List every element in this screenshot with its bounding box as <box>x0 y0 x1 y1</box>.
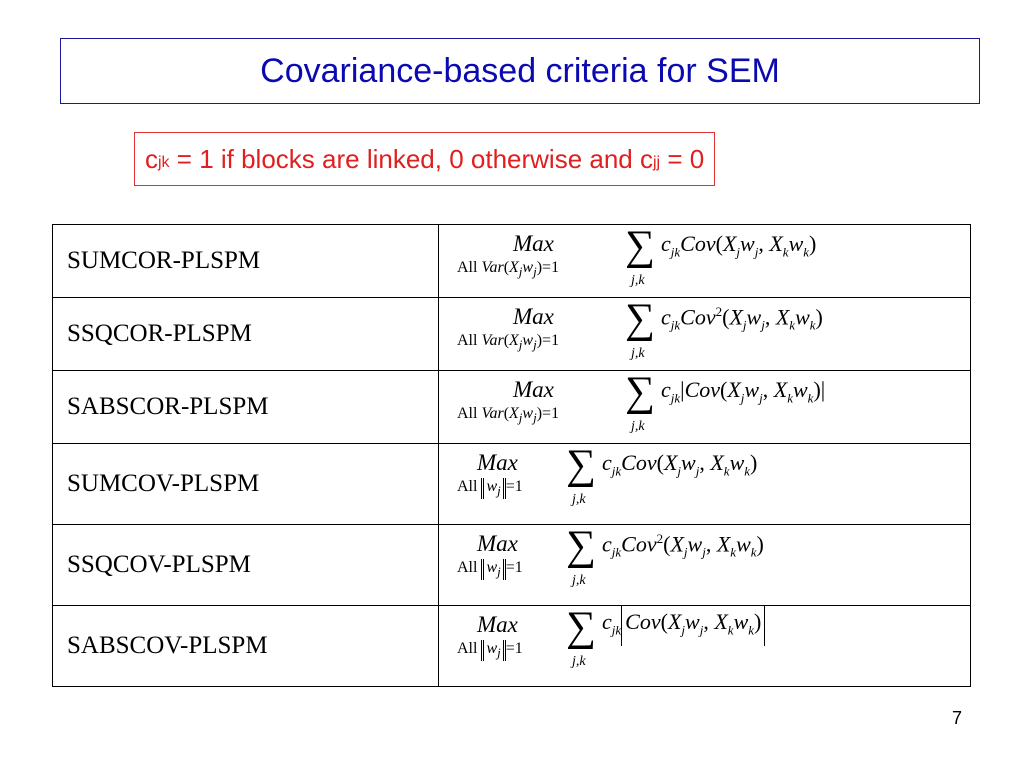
sum-index: j,k <box>572 492 586 507</box>
all-label: All <box>457 405 478 422</box>
eq-one: =1 <box>505 640 523 657</box>
criterion-name: SUMCOR-PLSPM <box>52 224 439 298</box>
sum-index: j,k <box>631 346 645 361</box>
sum-symbol: ∑ <box>625 223 655 269</box>
eq-one: =1 <box>505 559 523 576</box>
eq-one: =1 <box>542 259 560 276</box>
eq-one: =1 <box>542 332 560 349</box>
note-text-2: = 1 if blocks are linked, 0 otherwise an… <box>169 143 653 174</box>
covariance-expression: cjkCov2(Xjwj, Xkwk) <box>602 531 764 560</box>
slide-title: Covariance-based criteria for SEM <box>260 51 780 90</box>
eq-one: =1 <box>542 405 560 422</box>
sum-index: j,k <box>631 419 645 434</box>
criterion-name: SSQCOR-PLSPM <box>52 297 439 371</box>
var-label: Var <box>481 332 504 349</box>
note-sub-2: jj <box>653 154 661 171</box>
sum-symbol: ∑ <box>566 604 596 650</box>
variance-constraint: All Var(Xjwj)=1 <box>457 405 560 426</box>
covariance-expression: cjkCov2(Xjwj, Xkwk) <box>661 304 823 333</box>
max-label: Max <box>513 377 554 402</box>
sum-symbol: ∑ <box>625 369 655 415</box>
eq-one: =1 <box>505 478 523 495</box>
all-label: All <box>457 259 478 276</box>
note-text-3: = 0 <box>660 143 705 174</box>
all-label: All <box>457 478 478 495</box>
criterion-name: SABSCOV-PLSPM <box>52 605 439 687</box>
sum-index: j,k <box>572 654 586 669</box>
note-sub-1: jk <box>158 154 170 171</box>
all-label: All <box>457 640 478 657</box>
max-label: Max <box>513 231 554 256</box>
covariance-expression: cjkCov(Xjwj, Xkwk) <box>602 450 758 479</box>
sum-symbol: ∑ <box>625 296 655 342</box>
variance-constraint: All Var(Xjwj)=1 <box>457 259 560 280</box>
sum-symbol: ∑ <box>566 523 596 569</box>
variance-constraint: All Var(Xjwj)=1 <box>457 332 560 353</box>
norm-constraint: All wj=1 <box>457 640 523 662</box>
note-text-1: c <box>145 143 158 174</box>
norm-constraint: All wj=1 <box>457 478 523 500</box>
max-label: Max <box>477 450 518 475</box>
slide-title-box: Covariance-based criteria for SEM <box>60 38 980 104</box>
page-number: 7 <box>951 708 962 728</box>
sum-index: j,k <box>572 573 586 588</box>
var-label: Var <box>481 259 504 276</box>
criterion-name: SABSCOR-PLSPM <box>52 370 439 444</box>
covariance-expression: cjkCov(Xjwj, Xkwk) <box>661 231 817 260</box>
sum-index: j,k <box>631 273 645 288</box>
var-label: Var <box>481 405 504 422</box>
criterion-name: SSQCOV-PLSPM <box>52 524 439 606</box>
covariance-expression: cjk|Cov(Xjwj, Xkwk)| <box>661 377 826 406</box>
sum-symbol: ∑ <box>566 442 596 488</box>
criterion-name: SUMCOV-PLSPM <box>52 443 439 525</box>
max-label: Max <box>477 612 518 637</box>
norm-constraint: All wj=1 <box>457 559 523 581</box>
all-label: All <box>457 332 478 349</box>
max-label: Max <box>477 531 518 556</box>
all-label: All <box>457 559 478 576</box>
max-label: Max <box>513 304 554 329</box>
